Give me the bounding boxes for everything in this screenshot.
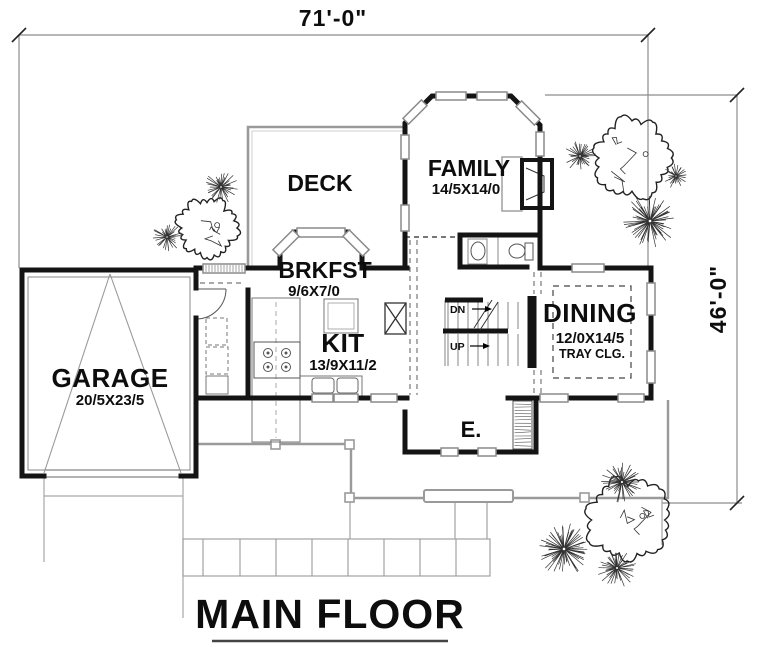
chase-box — [384, 302, 407, 335]
labels: 71'-0" 46'-0" GARAGE 20/5X23/5 DECK BRKF… — [51, 5, 731, 643]
walkway — [182, 498, 663, 577]
dimension-lines — [18, 34, 742, 504]
room-label-deck: DECK — [287, 170, 353, 196]
porch-step-landing — [423, 489, 514, 503]
room-label-kit: KIT — [321, 328, 364, 358]
dim-width-label: 71'-0" — [299, 5, 367, 31]
landscape-trees — [153, 114, 687, 587]
stove — [253, 341, 301, 379]
garage-door — [44, 469, 181, 478]
room-label-dining: DINING — [543, 298, 637, 328]
staircase — [443, 296, 537, 368]
room-note-dining: TRAY CLG. — [559, 347, 625, 361]
room-size-kit: 13/9X11/2 — [309, 357, 377, 374]
room-label-garage: GARAGE — [51, 363, 168, 393]
room-size-family: 14/5X14/0 — [432, 181, 500, 198]
stairs-up-label: UP — [450, 341, 465, 353]
tray-ceiling-outline — [552, 285, 632, 379]
room-label-family: FAMILY — [428, 155, 510, 181]
room-label-brkfst: BRKFST — [278, 257, 371, 283]
garage-roof-lines — [43, 273, 182, 474]
page-title: MAIN FLOOR — [195, 591, 465, 637]
room-label-entry: E. — [461, 417, 482, 442]
windows — [202, 91, 656, 457]
garage-entry-door — [195, 288, 227, 320]
driveway — [43, 478, 184, 618]
deck-outline — [246, 125, 403, 270]
dim-depth-label: 46'-0" — [705, 265, 731, 333]
room-size-dining: 12/0X14/5 — [556, 330, 624, 347]
louver-hatch — [205, 265, 243, 272]
entry-closet — [512, 400, 533, 450]
kitchen-sink — [311, 377, 359, 394]
room-size-brkfst: 9/6X7/0 — [288, 283, 340, 300]
room-size-garage: 20/5X23/5 — [76, 392, 144, 409]
stairs-dn-label: DN — [450, 304, 465, 316]
laundry-appliances — [205, 317, 229, 395]
fireplace — [501, 156, 554, 212]
dashed-headers — [200, 236, 542, 395]
bath-fixtures — [467, 235, 534, 266]
porch-outline — [196, 400, 670, 500]
dimension-ticks — [11, 27, 745, 511]
